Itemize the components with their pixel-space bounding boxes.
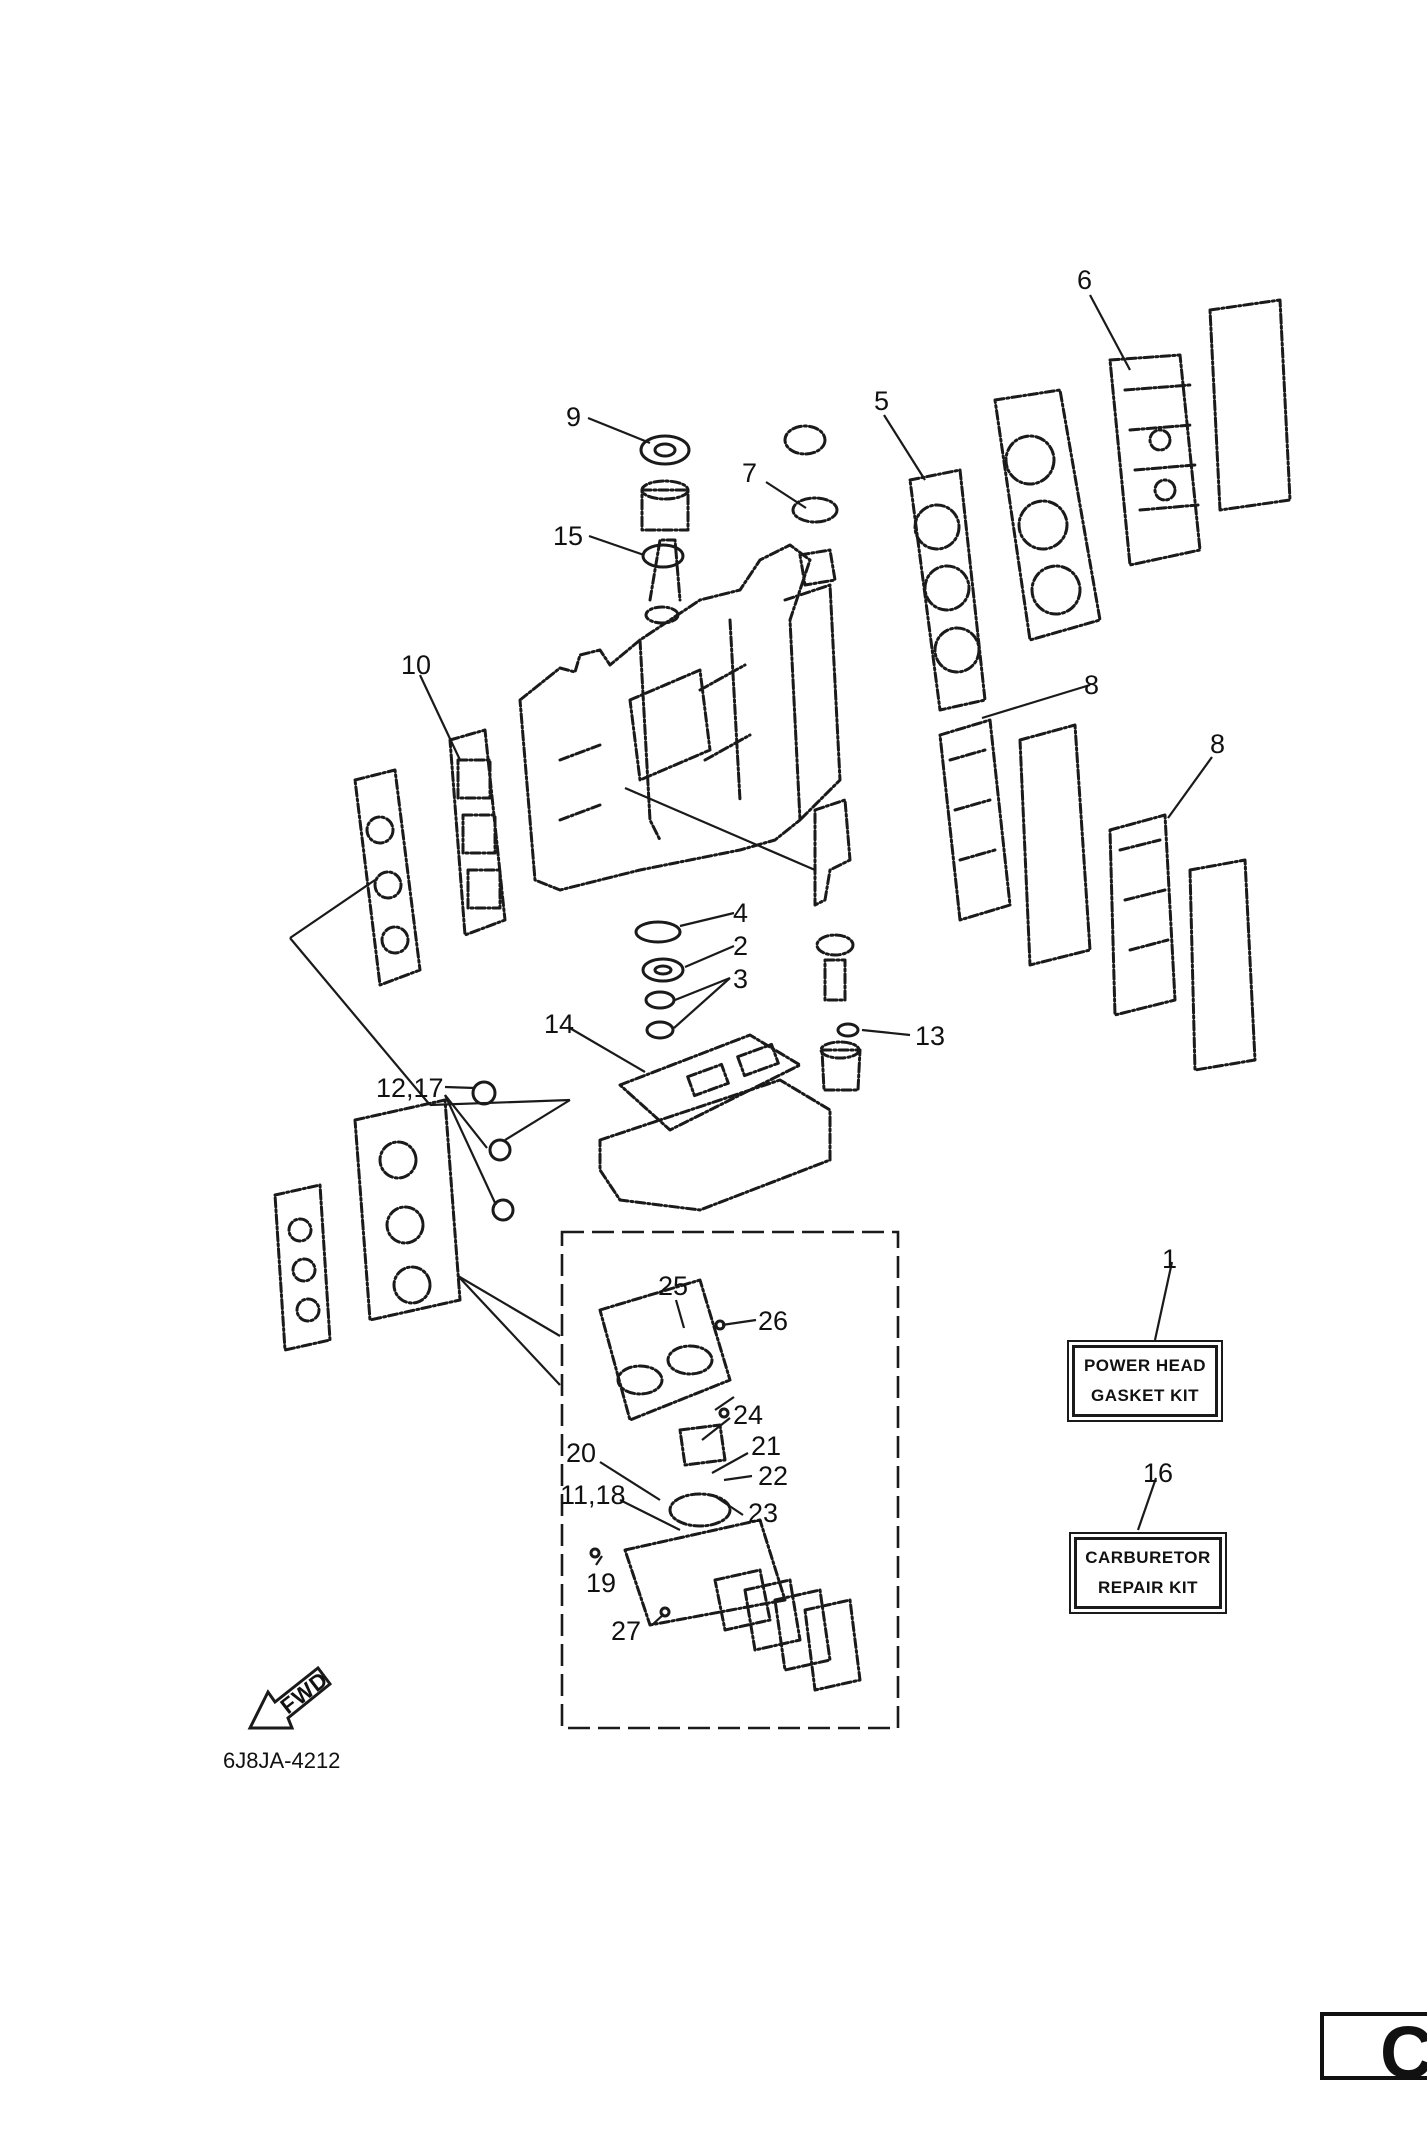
- callout-23: 23: [748, 1498, 778, 1528]
- carburetor-assembly: [273, 1080, 515, 1352]
- carburetor-line1: CARBURETOR: [1085, 1548, 1211, 1567]
- callout-6: 6: [1077, 265, 1092, 295]
- cylinder-head-parts: [908, 298, 1292, 712]
- callout-26: 26: [758, 1306, 788, 1336]
- page-section-letter: C: [1380, 2016, 1427, 2076]
- callout-11-18: 11,18: [560, 1480, 626, 1510]
- leader-lines: [289, 294, 1213, 1626]
- diagram-reference-code: 6J8JA-4212: [223, 1748, 341, 1773]
- callout-27: 27: [611, 1616, 641, 1646]
- callout-21: 21: [751, 1431, 781, 1461]
- power-head-gasket-kit-label: POWER HEAD GASKET KIT: [1067, 1340, 1223, 1422]
- callout-labels: 1 2 3 4 5 6 7 8 8 9 10 11,18 12,17 13 14…: [376, 265, 1225, 1646]
- base-gasket-parts: [598, 1033, 832, 1212]
- callout-24: 24: [733, 1400, 763, 1430]
- page-section-marker: C: [1320, 2012, 1427, 2080]
- callout-22: 22: [758, 1461, 788, 1491]
- callout-1: 1: [1162, 1244, 1177, 1274]
- callout-13: 13: [915, 1021, 945, 1051]
- callout-12-17: 12,17: [376, 1073, 444, 1103]
- top-seal-parts: [639, 434, 691, 569]
- carburetor-repair-kit-label: CARBURETOR REPAIR KIT: [1069, 1532, 1227, 1614]
- callout-9: 9: [566, 402, 581, 432]
- exhaust-cover-parts: [938, 718, 1257, 1072]
- power-head-line2: GASKET KIT: [1091, 1386, 1199, 1405]
- callout-8b: 8: [1210, 729, 1225, 759]
- callout-16: 16: [1143, 1458, 1173, 1488]
- power-head-line1: POWER HEAD: [1083, 1356, 1207, 1375]
- engine-block: [518, 538, 842, 892]
- callout-4: 4: [733, 898, 748, 928]
- callout-14: 14: [544, 1009, 574, 1039]
- callout-7: 7: [742, 458, 757, 488]
- intake-gaskets: [353, 728, 507, 987]
- callout-20: 20: [566, 1438, 596, 1468]
- carburetor-detail-inset: [560, 1230, 900, 1730]
- callout-25: 25: [658, 1271, 688, 1301]
- callout-3: 3: [733, 964, 748, 994]
- callout-5: 5: [874, 386, 889, 416]
- thermostat-cover: [783, 424, 839, 587]
- forward-arrow-icon: [247, 1665, 333, 1730]
- carburetor-line2: REPAIR KIT: [1097, 1578, 1199, 1597]
- callout-2: 2: [733, 931, 748, 961]
- lower-seal-parts: [634, 798, 862, 1092]
- callout-10: 10: [401, 650, 431, 680]
- callout-8a: 8: [1084, 670, 1099, 700]
- callout-19: 19: [586, 1568, 616, 1598]
- callout-15: 15: [553, 521, 583, 551]
